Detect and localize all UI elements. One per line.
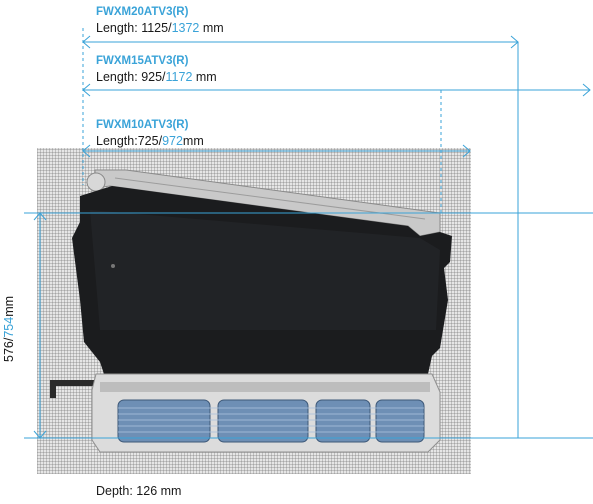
length-unit: mm <box>182 134 204 148</box>
length-unit: mm <box>192 70 217 84</box>
height-label: 576/754mm <box>2 282 18 362</box>
length-value-a: 725 <box>137 134 159 148</box>
fan-blower-2 <box>217 399 309 443</box>
length-separator: / <box>168 21 172 35</box>
height-unit: mm <box>2 295 16 317</box>
unit-bolt <box>111 264 115 268</box>
length-label-15: Length: 925/1172 mm <box>96 70 217 84</box>
unit-lower-housing-lip <box>100 382 430 392</box>
height-arrow-top <box>33 212 47 221</box>
dimension-lines <box>24 28 593 439</box>
length-arrow-15-left <box>82 83 91 97</box>
fan-blower-3 <box>315 399 371 443</box>
fan-blower-1 <box>117 399 211 443</box>
length-label-20: Length: 1125/1372 mm <box>96 21 224 35</box>
unit-left-bracket-leg <box>50 380 56 398</box>
length-prefix: Length: <box>96 21 142 35</box>
length-value-b: 1372 <box>171 21 200 35</box>
fan-blower-4 <box>375 399 425 443</box>
length-arrow-15-right <box>582 83 591 97</box>
fan-coil-unit-illustration <box>50 169 452 453</box>
height-separator: / <box>2 337 16 342</box>
length-value-b: 1172 <box>165 70 193 84</box>
length-unit: mm <box>199 21 224 35</box>
length-prefix: Length: <box>96 70 142 84</box>
unit-top-rail-edge <box>114 177 426 220</box>
height-value-b: 754 <box>2 316 16 338</box>
model-name-20: FWXM20ATV3(R) <box>96 6 189 18</box>
length-separator: / <box>162 70 166 84</box>
model-name-15: FWXM15ATV3(R) <box>96 55 189 67</box>
length-arrow-20-left <box>82 35 91 49</box>
unit-body-shading <box>90 210 440 330</box>
fan-blowers <box>117 399 425 443</box>
unit-pipe-end <box>86 172 106 192</box>
length-prefix: Length: <box>96 134 138 148</box>
length-value-b: 972 <box>162 134 183 148</box>
height-arrow-bottom <box>33 430 47 439</box>
fan-blade-lines <box>118 407 424 433</box>
length-label-10: Length:725/972mm <box>96 134 204 148</box>
depth-label: Depth: 126 mm <box>96 484 182 498</box>
height-value-a: 576 <box>2 341 16 362</box>
length-value-a: 925 <box>141 70 163 84</box>
length-separator: / <box>158 134 163 148</box>
length-arrow-10-right <box>462 144 471 158</box>
length-value-a: 1125 <box>141 21 169 35</box>
length-arrow-10-left <box>82 144 91 158</box>
model-name-10: FWXM10ATV3(R) <box>96 119 189 131</box>
unit-left-bracket <box>52 380 96 386</box>
